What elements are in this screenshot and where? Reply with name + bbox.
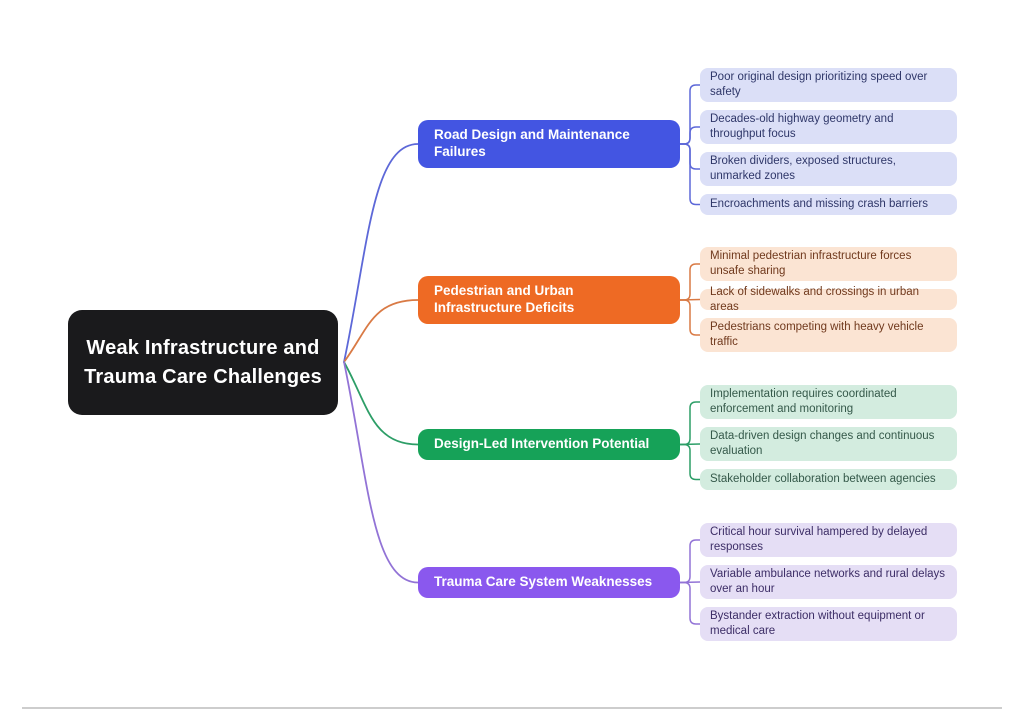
leaf-label: Broken dividers, exposed structures, unm… xyxy=(710,155,897,182)
leaf-label: Minimal pedestrian infrastructure forces… xyxy=(710,250,912,277)
branch-label: Trauma Care System Weaknesses xyxy=(434,574,653,590)
branch-node-trauma-care-weaknesses[interactable]: Trauma Care System Weaknesses xyxy=(418,567,680,598)
leaf-label: Critical hour survival hampered by delay… xyxy=(710,526,928,553)
branch-node-pedestrian-deficits[interactable]: Pedestrian and Urban Infrastructure Defi… xyxy=(418,276,680,324)
leaf-node-bystander-extraction[interactable]: Bystander extraction without equipment o… xyxy=(700,607,957,641)
leaf-node-broken-dividers[interactable]: Broken dividers, exposed structures, unm… xyxy=(700,152,957,186)
leaf-label: Poor original design prioritizing speed … xyxy=(710,71,928,98)
leaf-node-decades-old-geometry[interactable]: Decades-old highway geometry and through… xyxy=(700,110,957,144)
branch-node-design-led-intervention[interactable]: Design-Led Intervention Potential xyxy=(418,429,680,460)
leaf-node-implementation-enforcement[interactable]: Implementation requires coordinated enfo… xyxy=(700,385,957,419)
branch-node-road-design[interactable]: Road Design and Maintenance Failures xyxy=(418,120,680,168)
root-node-label: Weak Infrastructure and Trauma Care Chal… xyxy=(84,337,322,388)
branch-label: Design-Led Intervention Potential xyxy=(434,436,650,452)
leaf-label: Encroachments and missing crash barriers xyxy=(710,198,928,211)
leaf-label: Decades-old highway geometry and through… xyxy=(710,113,894,140)
leaf-node-stakeholder-collaboration[interactable]: Stakeholder collaboration between agenci… xyxy=(700,469,957,490)
leaf-node-pedestrians-competing[interactable]: Pedestrians competing with heavy vehicle… xyxy=(700,318,957,352)
leaf-label: Variable ambulance networks and rural de… xyxy=(710,568,946,595)
leaf-node-encroachments[interactable]: Encroachments and missing crash barriers xyxy=(700,194,957,215)
leaf-node-poor-original-design[interactable]: Poor original design prioritizing speed … xyxy=(700,68,957,102)
bottom-divider-line xyxy=(22,707,1002,709)
leaf-label: Bystander extraction without equipment o… xyxy=(710,610,925,637)
leaf-node-minimal-pedestrian-infra[interactable]: Minimal pedestrian infrastructure forces… xyxy=(700,247,957,281)
leaf-label: Data-driven design changes and continuou… xyxy=(710,430,935,457)
branch-label: Pedestrian and Urban Infrastructure Defi… xyxy=(434,283,575,315)
leaf-label: Pedestrians competing with heavy vehicle… xyxy=(710,321,924,348)
leaf-node-variable-ambulance[interactable]: Variable ambulance networks and rural de… xyxy=(700,565,957,599)
branch-label: Road Design and Maintenance Failures xyxy=(434,127,630,159)
leaf-label: Lack of sidewalks and crossings in urban… xyxy=(710,285,920,313)
leaf-node-data-driven-design[interactable]: Data-driven design changes and continuou… xyxy=(700,427,957,461)
leaf-label: Stakeholder collaboration between agenci… xyxy=(710,473,936,486)
leaf-node-critical-hour-survival[interactable]: Critical hour survival hampered by delay… xyxy=(700,523,957,557)
leaf-label: Implementation requires coordinated enfo… xyxy=(710,388,897,415)
leaf-node-lack-of-sidewalks[interactable]: Lack of sidewalks and crossings in urban… xyxy=(700,286,957,313)
root-node-weak-infrastructure[interactable]: Weak Infrastructure and Trauma Care Chal… xyxy=(68,310,338,415)
